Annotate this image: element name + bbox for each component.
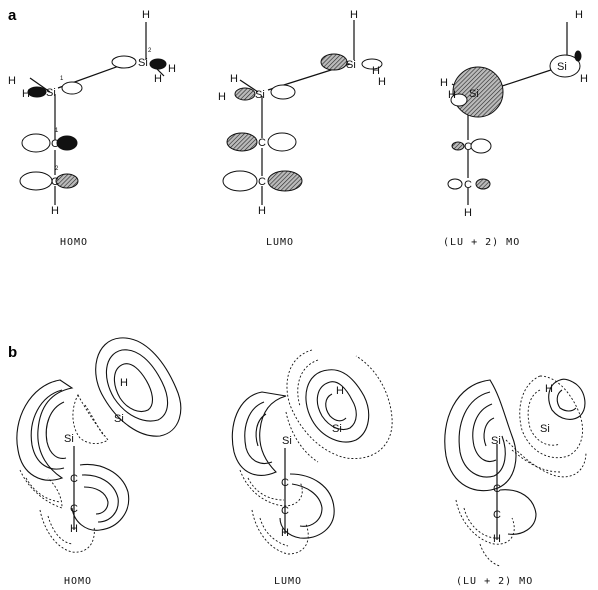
- lu2-a-c1: C: [464, 141, 472, 153]
- homo-a-h-right2: H: [154, 73, 162, 85]
- homo-a-si2: Si: [138, 57, 148, 69]
- lu2-a-h-left1: H: [440, 77, 448, 89]
- lumo-b-h-top: H: [336, 385, 344, 397]
- lumo-a-c2: C: [258, 176, 266, 188]
- lu2-a-si1: Si: [469, 88, 479, 100]
- panel-b-homo-label: HOMO: [64, 576, 92, 587]
- homo-a-c-num-1: 1: [55, 128, 59, 134]
- panel-a-lu2-diagram: [447, 22, 582, 205]
- lumo-b-si2: Si: [332, 423, 342, 435]
- homo-a-h-bottom: H: [51, 205, 59, 217]
- lu2-a-c2: C: [464, 179, 472, 191]
- homo-b-h-top: H: [120, 377, 128, 389]
- lumo-a-h-right2: H: [378, 76, 386, 88]
- panel-a-lumo-diagram: [222, 20, 383, 205]
- homo-a-h-left1: H: [8, 75, 16, 87]
- lu2-b-h-bottom: H: [493, 533, 501, 545]
- lumo-a-h-left2: H: [218, 91, 226, 103]
- homo-a-num-1: 1: [60, 76, 64, 82]
- panel-b-lu2-contour: [444, 375, 587, 567]
- lumo-b-c2: C: [281, 505, 289, 517]
- lumo-b-si1: Si: [282, 435, 292, 447]
- homo-a-h-right1: H: [168, 63, 176, 75]
- lumo-b-h-bottom: H: [281, 527, 289, 539]
- homo-a-c1: C: [51, 138, 59, 150]
- lumo-a-h-right1: H: [372, 65, 380, 77]
- lu2-a-h-bottom: H: [464, 207, 472, 219]
- homo-a-c2: C: [51, 176, 59, 188]
- lumo-a-h-top: H: [350, 9, 358, 21]
- lu2-a-si2: Si: [557, 61, 567, 73]
- lu2-b-si2: Si: [540, 423, 550, 435]
- lumo-a-si2: Si: [346, 59, 356, 71]
- lu2-b-si1: Si: [491, 435, 501, 447]
- homo-a-si1: Si: [46, 87, 56, 99]
- panel-b-lumo-label: LUMO: [274, 576, 302, 587]
- lumo-a-h-bottom: H: [258, 205, 266, 217]
- lu2-b-c2: C: [493, 509, 501, 521]
- lumo-a-si1: Si: [255, 89, 265, 101]
- lumo-b-c1: C: [281, 477, 289, 489]
- panel-b-letter: b: [8, 344, 17, 361]
- lu2-b-c1: C: [493, 483, 501, 495]
- panel-b-lu2-label: (LU + 2) MO: [456, 576, 533, 587]
- lu2-a-h-left2: H: [448, 89, 456, 101]
- homo-a-h-left2: H: [22, 88, 30, 100]
- homo-b-c1: C: [70, 473, 78, 485]
- homo-a-num-2: 2: [148, 48, 152, 54]
- homo-b-c2: C: [70, 503, 78, 515]
- panel-a-homo-label: HOMO: [60, 237, 88, 248]
- lu2-b-h-top: H: [545, 383, 553, 395]
- homo-b-si2: Si: [114, 413, 124, 425]
- panel-a-lu2-label: (LU + 2) MO: [443, 237, 520, 248]
- homo-b-si1: Si: [64, 433, 74, 445]
- panel-b-homo-contour: [16, 337, 182, 553]
- lu2-a-h-top: H: [575, 9, 583, 21]
- lumo-a-h-left1: H: [230, 73, 238, 85]
- lumo-a-c1: C: [258, 137, 266, 149]
- panel-a-lumo-label: LUMO: [266, 237, 294, 248]
- homo-b-h-bottom: H: [70, 523, 78, 535]
- homo-a-h-top: H: [142, 9, 150, 21]
- lu2-a-h-right: H: [580, 73, 588, 85]
- panel-b-lumo-contour: [231, 349, 393, 555]
- homo-a-c-num-2: 2: [55, 166, 59, 172]
- panel-a-letter: a: [8, 7, 17, 24]
- panel-a-homo-diagram: [19, 22, 167, 205]
